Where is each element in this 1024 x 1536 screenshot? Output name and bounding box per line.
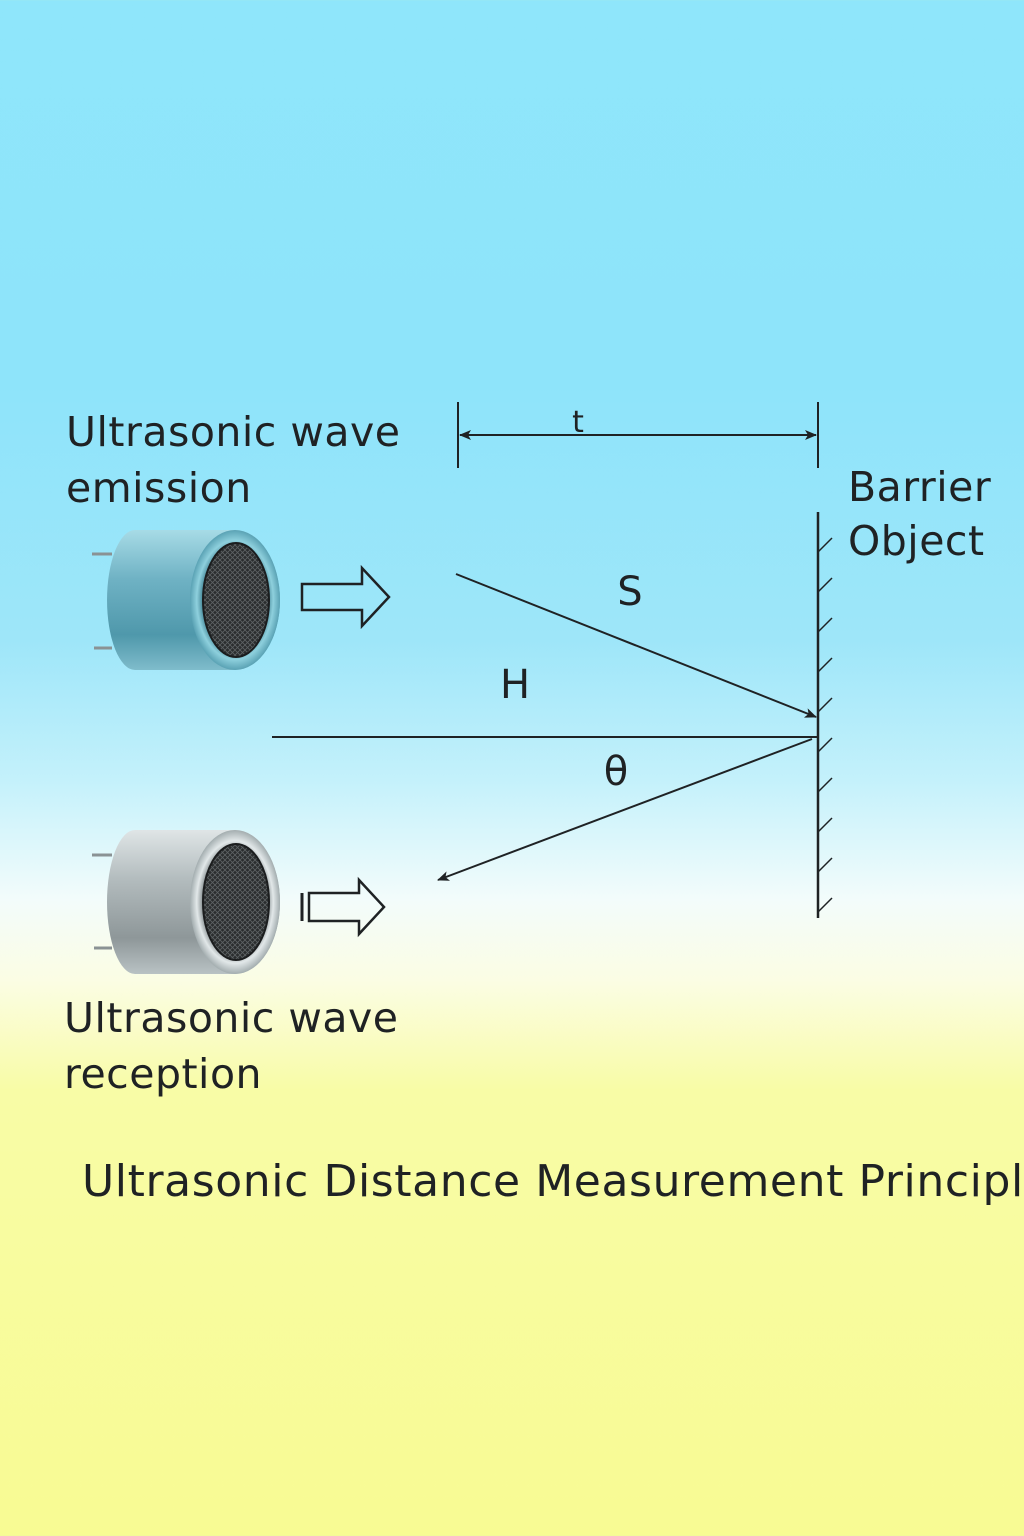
path-label: S [617,569,642,615]
receive-arrow-icon [300,876,386,938]
time-label: t [572,405,584,440]
barrier-object-label: Barrier Object [848,463,992,565]
barrier-hatch [817,657,833,673]
barrier-hatch [817,697,833,713]
barrier-hatch [817,537,833,553]
barrier-hatch [817,577,833,593]
ultrasonic-transmitter-icon [92,530,280,670]
barrier-hatch [817,737,833,753]
barrier-hatch [817,817,833,833]
diagram-title: Ultrasonic Distance Measurement Principl… [82,1156,1024,1207]
distance-label: H [500,662,530,708]
ultrasonic-receiver-icon [92,830,280,974]
barrier-wall [816,512,833,918]
barrier-hatch [817,857,833,873]
barrier-hatch [817,777,833,793]
barrier-hatch [817,617,833,633]
angle-label: θ [604,749,628,795]
emit-arrow-icon [300,564,391,630]
incident-wave-line [455,573,817,718]
reception-label: Ultrasonic wave reception [64,994,399,1098]
emission-label: Ultrasonic wave emission [66,408,401,512]
barrier-hatch [817,897,833,913]
time-dimension [457,402,819,468]
reflected-wave-line [437,738,813,881]
